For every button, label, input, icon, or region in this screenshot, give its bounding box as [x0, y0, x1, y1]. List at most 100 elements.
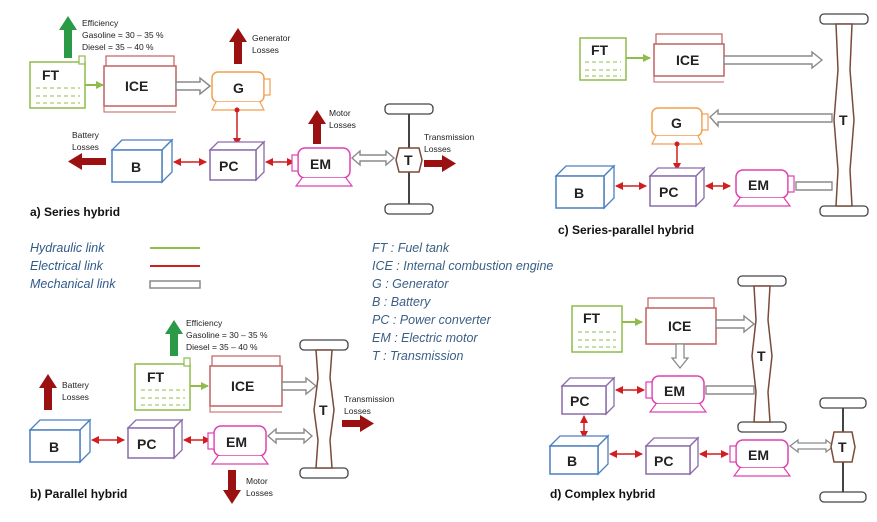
transmission-losses-arrow-icon: [342, 415, 374, 432]
battery-losses-label-1: Battery: [62, 380, 90, 390]
battery-losses-label-1: Battery: [72, 130, 100, 140]
power-converter-block: PC: [648, 166, 706, 208]
battery-block: B: [548, 434, 610, 476]
abbr-g: G : Generator: [372, 277, 449, 291]
efficiency-gasoline: Gasoline = 30 – 35 %: [186, 330, 268, 340]
power-converter-block: PC: [126, 418, 184, 460]
mechanical-link: [715, 314, 756, 334]
generator-losses-arrow-icon: [229, 28, 247, 64]
efficiency-title: Efficiency: [186, 318, 223, 328]
generator-losses-label-1: Generator: [252, 33, 290, 43]
series-parallel-hybrid-caption: c) Series-parallel hybrid: [558, 223, 694, 237]
generator-losses-label-2: Losses: [252, 45, 279, 55]
generator-block: G: [211, 71, 271, 111]
mechanical-link: [795, 181, 833, 191]
fuel-tank-block: FT: [29, 55, 86, 109]
complex-hybrid-caption: d) Complex hybrid: [550, 487, 655, 501]
pc-label: PC: [137, 436, 156, 452]
abbr-t: T : Transmission: [372, 349, 463, 363]
ice-label: ICE: [125, 78, 148, 94]
motor-losses-label-1: Motor: [329, 108, 351, 118]
legend-mechanical-label: Mechanical link: [30, 277, 116, 291]
legend-hydraulic-label: Hydraulic link: [30, 241, 105, 255]
mechanical-link: [705, 385, 755, 395]
efficiency-gasoline: Gasoline = 30 – 35 %: [82, 30, 164, 40]
b-label: B: [131, 159, 141, 175]
abbr-b: B : Battery: [372, 295, 431, 309]
efficiency-diesel: Diesel = 35 – 40 %: [186, 342, 258, 352]
ice-label: ICE: [231, 378, 254, 394]
electric-motor-block: EM: [732, 169, 795, 207]
mechanical-link: [788, 438, 836, 454]
ft-label: FT: [583, 310, 601, 326]
ice-block: ICE: [653, 33, 725, 83]
battery-losses-arrow-icon: [39, 374, 57, 410]
pc-label: PC: [659, 184, 678, 200]
t-label: T: [319, 402, 328, 418]
motor-losses-label-2: Losses: [246, 488, 273, 498]
em-label: EM: [664, 383, 685, 399]
em-label: EM: [310, 156, 331, 172]
g-label: G: [671, 115, 682, 131]
mechanical-link: [709, 108, 833, 128]
electric-motor-block: EM: [729, 439, 792, 477]
abbr-ft: FT : Fuel tank: [372, 241, 450, 255]
transmission-losses-arrow-icon: [424, 155, 456, 172]
t-label: T: [839, 112, 848, 128]
motor-losses-label-2: Losses: [329, 120, 356, 130]
pc-label: PC: [654, 453, 673, 469]
power-converter-block: PC: [560, 376, 616, 416]
complex-hybrid-diagram: FT ICE T PC EM: [548, 275, 867, 503]
transmission-losses-label-1: Transmission: [424, 132, 474, 142]
transmission-losses-label-2: Losses: [344, 406, 371, 416]
t-label: T: [757, 348, 766, 364]
em-label: EM: [748, 447, 769, 463]
motor-losses-arrow-icon: [223, 470, 241, 504]
series-parallel-hybrid-diagram: FT ICE T G B: [554, 13, 869, 237]
mechanical-link: [175, 76, 212, 96]
generator-block: G: [651, 107, 709, 145]
mechanical-link: [266, 427, 314, 445]
legend-electrical-label: Electrical link: [30, 259, 104, 273]
abbr-em: EM : Electric motor: [372, 331, 478, 345]
battery-losses-arrow-icon: [68, 153, 106, 170]
abbr-pc: PC : Power converter: [372, 313, 492, 327]
transmission-block: T: [737, 275, 787, 433]
em-label: EM: [748, 177, 769, 193]
transmission-block: T: [819, 397, 867, 503]
fuel-tank-block: FT: [571, 305, 623, 353]
pc-label: PC: [570, 393, 589, 409]
motor-losses-arrow-icon: [308, 110, 326, 144]
transmission-losses-label-2: Losses: [424, 144, 451, 154]
g-label: G: [233, 80, 244, 96]
mechanical-link: [670, 343, 690, 370]
efficiency-title: Efficiency: [82, 18, 119, 28]
t-label: T: [838, 439, 847, 455]
ft-label: FT: [147, 369, 165, 385]
electric-motor-block: EM: [645, 375, 708, 413]
series-hybrid-caption: a) Series hybrid: [30, 205, 120, 219]
ft-label: FT: [591, 42, 609, 58]
battery-block: B: [110, 138, 174, 184]
battery-block: B: [554, 164, 616, 210]
t-label: T: [404, 152, 413, 168]
parallel-hybrid-diagram: Efficiency Gasoline = 30 – 35 % Diesel =…: [28, 318, 394, 504]
b-label: B: [49, 439, 59, 455]
ft-label: FT: [42, 67, 60, 83]
mechanical-link: [723, 50, 824, 70]
transmission-block: T: [384, 103, 434, 215]
efficiency-up-arrow-icon: [59, 16, 77, 58]
power-converter-block: PC: [644, 436, 700, 476]
ice-block: ICE: [209, 355, 283, 413]
efficiency-diesel: Diesel = 35 – 40 %: [82, 42, 154, 52]
motor-losses-label-1: Motor: [246, 476, 268, 486]
b-label: B: [567, 453, 577, 469]
ice-label: ICE: [668, 318, 691, 334]
fuel-tank-block: FT: [579, 37, 627, 81]
abbreviation-list: FT : Fuel tank ICE : Internal combustion…: [372, 241, 553, 363]
transmission-block: T: [819, 13, 869, 217]
electric-motor-block: EM: [291, 147, 354, 187]
legend-mechanical-line: [149, 280, 201, 289]
pc-label: PC: [219, 158, 238, 174]
